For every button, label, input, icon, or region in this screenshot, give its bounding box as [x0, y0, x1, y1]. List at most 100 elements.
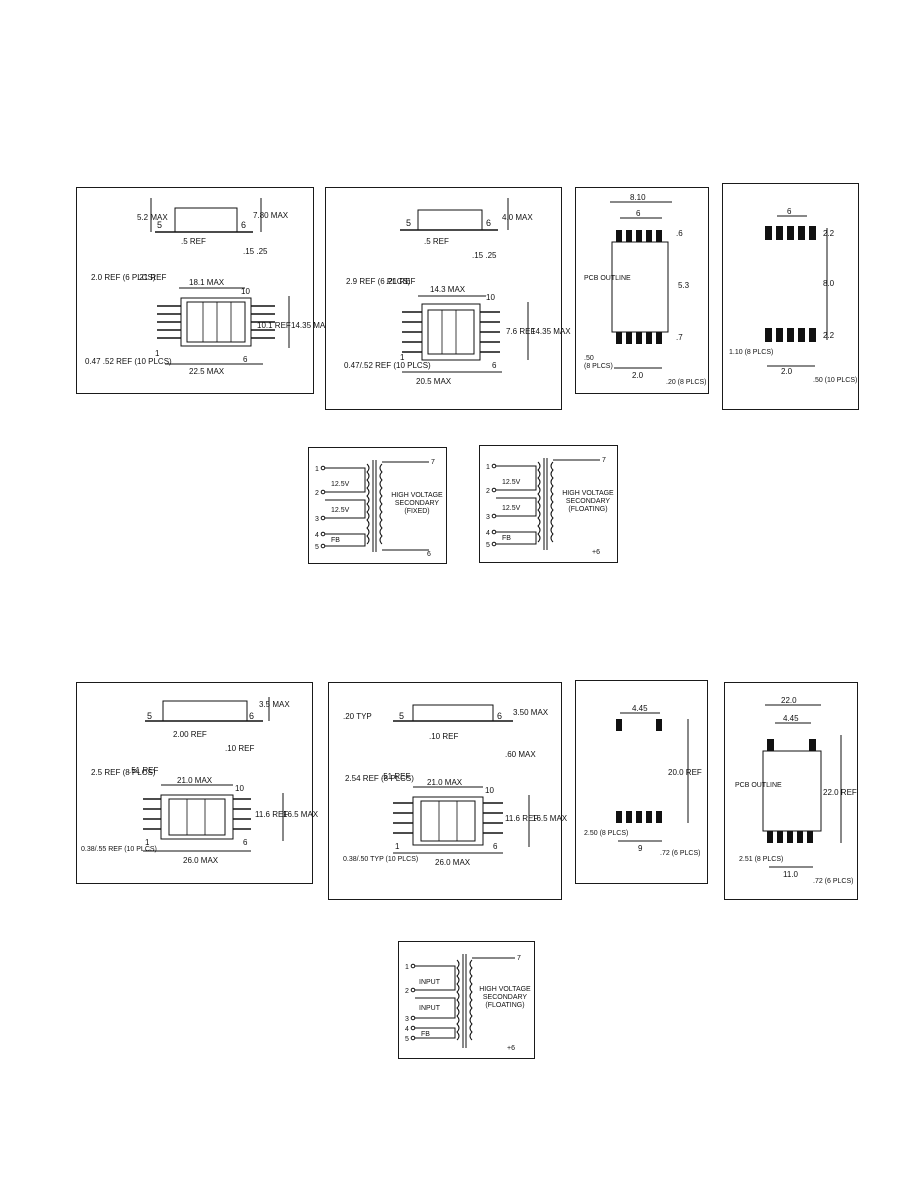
- pin4-label: 4: [405, 1026, 409, 1033]
- package-drawing-1: 5 6 5.2 MAX .5 REF 7.80 MAX .15 .25 2.0 …: [76, 187, 331, 394]
- footprint-pad: [656, 719, 662, 731]
- schematic-fixed-svg: 1 2 3 4 5 12.5V 12.5V FB 7 6 HIGH VOLTAG…: [315, 459, 443, 558]
- pin-left-bottom-label: 1: [395, 842, 400, 851]
- side-body: [162, 700, 248, 722]
- top-leads: [157, 305, 275, 339]
- footprint-drawing-3-svg: 22.0 4.45 PCB OUTLINE 22.0 REF 11.0 2.51…: [735, 696, 857, 885]
- package-drawing-4: .20 TYP 5 6 .10 REF 3.50 MAX .60 MAX 2.5…: [328, 682, 568, 900]
- top-core: [420, 800, 476, 842]
- lead-right-label: 6: [241, 220, 246, 230]
- inner-label: 6: [636, 209, 641, 218]
- output-pin-label: 7: [431, 459, 435, 466]
- pad-height2-label: 2.2: [823, 331, 835, 340]
- footprint-drawing-1: 8.10 6 .6 PCB OUTLINE 5.3 .7 2.0 .50 (8 …: [575, 187, 709, 394]
- pin3-label: 3: [486, 514, 490, 521]
- body-length-label: 21.0 MAX: [427, 778, 463, 787]
- height-label: 5.2 MAX: [137, 213, 168, 222]
- pin-left-bottom-label: 1: [400, 353, 405, 362]
- pad-len-label: .72 (6 PLCS): [660, 850, 700, 857]
- schematic-fixed: 1 2 3 4 5 12.5V 12.5V FB 7 6 HIGH VOLTAG…: [308, 447, 447, 564]
- pad-len-label: .72 (6 PLCS): [813, 878, 853, 885]
- height-label: 22.0 REF: [823, 788, 857, 797]
- schematic-floating-1-svg: 1 2 3 4 5 12.5V 12.5V FB 7 +6 HIGH VOLTA…: [486, 457, 614, 556]
- package-drawing-2: 5 6 .5 REF 4.0 MAX .15 .25 2.9 REF (6 PL…: [325, 187, 571, 410]
- primary-coil: [456, 959, 460, 1041]
- secondary-label: HIGH VOLTAGE SECONDARY (FLOATING): [479, 986, 531, 1009]
- lead-right-label: 6: [497, 711, 502, 721]
- gauge-label: .60 MAX: [505, 750, 536, 759]
- body-length-label: 18.1 MAX: [189, 278, 225, 287]
- lead-ref-label: 0.38/.50 TYP (10 PLCS): [343, 856, 418, 863]
- footprint-drawing-3: 22.0 4.45 PCB OUTLINE 22.0 REF 11.0 2.51…: [724, 682, 858, 900]
- pad-len-label: .50 (10 PLCS): [813, 377, 857, 384]
- schematic-floating-1: 1 2 3 4 5 12.5V 12.5V FB 7 +6 HIGH VOLTA…: [479, 445, 618, 563]
- body-length-label: 21.0 MAX: [177, 776, 213, 785]
- pcb-outline: [611, 241, 669, 333]
- height-label: 4.0 MAX: [502, 213, 533, 222]
- winding-c-label: FB: [331, 537, 340, 544]
- lead-pitch-label: 2.0 REF (6 PLCS): [91, 273, 156, 282]
- land-pattern-1: 6 2.2 8.0 2.2 1.10 (8 PLCS) 2.0 .50 (10 …: [722, 183, 859, 410]
- overall-length-label: 22.5 MAX: [189, 367, 225, 376]
- lead-right-label: 6: [249, 711, 254, 721]
- body-width-label: 14.35 MAX: [531, 327, 571, 336]
- pin1-label: 1: [315, 466, 319, 473]
- pcb-outline-label: PCB OUTLINE: [735, 782, 782, 789]
- winding-b-label: 12.5V: [502, 505, 521, 512]
- overall-length-label: 26.0 MAX: [183, 856, 219, 865]
- lead-right-label: 6: [486, 218, 491, 228]
- land-pads-bottom: [765, 328, 816, 342]
- body-width-label: 16.5 MAX: [283, 810, 319, 819]
- output-pin-label: 7: [517, 955, 521, 962]
- pin1-label: 1: [405, 964, 409, 971]
- body-length-label: 14.3 MAX: [430, 285, 466, 294]
- top-leads: [393, 802, 503, 834]
- footprint-drawing-2-svg: 4.45 20.0 REF 9 2.50 (8 PLCS) .72 (6 PLC…: [584, 704, 702, 857]
- pin5-label: 5: [315, 544, 319, 551]
- overall-length-label: 20.5 MAX: [416, 377, 452, 386]
- standoff-label: .10 REF: [429, 732, 458, 741]
- overall-length-label: 26.0 MAX: [435, 858, 471, 867]
- winding-c-label: FB: [502, 535, 511, 542]
- pin1-label: 1: [486, 464, 490, 471]
- footprint-pads-bottom: [616, 811, 662, 823]
- top-core: [168, 798, 226, 836]
- footprint-pad: [767, 739, 774, 751]
- body-ref-label: 7.6 REF: [506, 327, 535, 336]
- schematic-floating-2-svg: 1 2 3 4 5 INPUT INPUT FB 7 +6 HIGH VOLTA…: [405, 954, 531, 1052]
- top-body: [160, 794, 234, 840]
- height-label: 5.3: [678, 281, 690, 290]
- package-drawing-3: 5 6 2.00 REF 3.5 MAX .10 REF 2.5 REF (8 …: [76, 682, 319, 884]
- pin-left-bottom-label: 1: [145, 838, 150, 847]
- pitch-label: 9: [638, 844, 643, 853]
- top-core: [427, 309, 475, 355]
- pitch-label: 2.0: [632, 371, 644, 380]
- output-pin-label: 7: [602, 457, 606, 464]
- pin-left-bottom-label: 1: [155, 349, 160, 358]
- pad-w-label: .7: [676, 333, 683, 342]
- winding-b-label: INPUT: [419, 1005, 441, 1012]
- pin-right-bottom-label: 6: [492, 361, 497, 370]
- inner-label: 4.45: [783, 714, 799, 723]
- pcb-outline: [762, 750, 822, 832]
- pin-markers: [410, 963, 416, 1041]
- package-drawing-3-svg: 5 6 2.00 REF 3.5 MAX .10 REF 2.5 REF (8 …: [81, 697, 319, 865]
- top-width-label: 6: [787, 207, 792, 216]
- lead-pitch-label: 2.9 REF (6 PLCS): [346, 277, 411, 286]
- pitch-label: 11.0: [783, 870, 799, 879]
- pin-right-bottom-label: 6: [243, 355, 248, 364]
- body-ref-label: 10.1 REF: [257, 321, 291, 330]
- thickness-label: 7.80 MAX: [253, 211, 289, 220]
- standoff-label: .5 REF: [424, 237, 449, 246]
- top-body: [421, 303, 481, 361]
- pin5-label: 5: [405, 1036, 409, 1043]
- pcb-outline-label: PCB OUTLINE: [584, 275, 631, 282]
- secondary-coil: [469, 959, 473, 1041]
- package-drawing-2-svg: 5 6 .5 REF 4.0 MAX .15 .25 2.9 REF (6 PL…: [344, 198, 571, 386]
- pin-left-top-label: .21 REF: [386, 277, 415, 286]
- pin-right-top-label: 10: [235, 784, 244, 793]
- top-width-label: 8.10: [630, 193, 646, 202]
- lead-pitch-label: 2.54 REF (8 PLCS): [345, 774, 414, 783]
- pin3-label: 3: [315, 516, 319, 523]
- standoff-label: .5 REF: [181, 237, 206, 246]
